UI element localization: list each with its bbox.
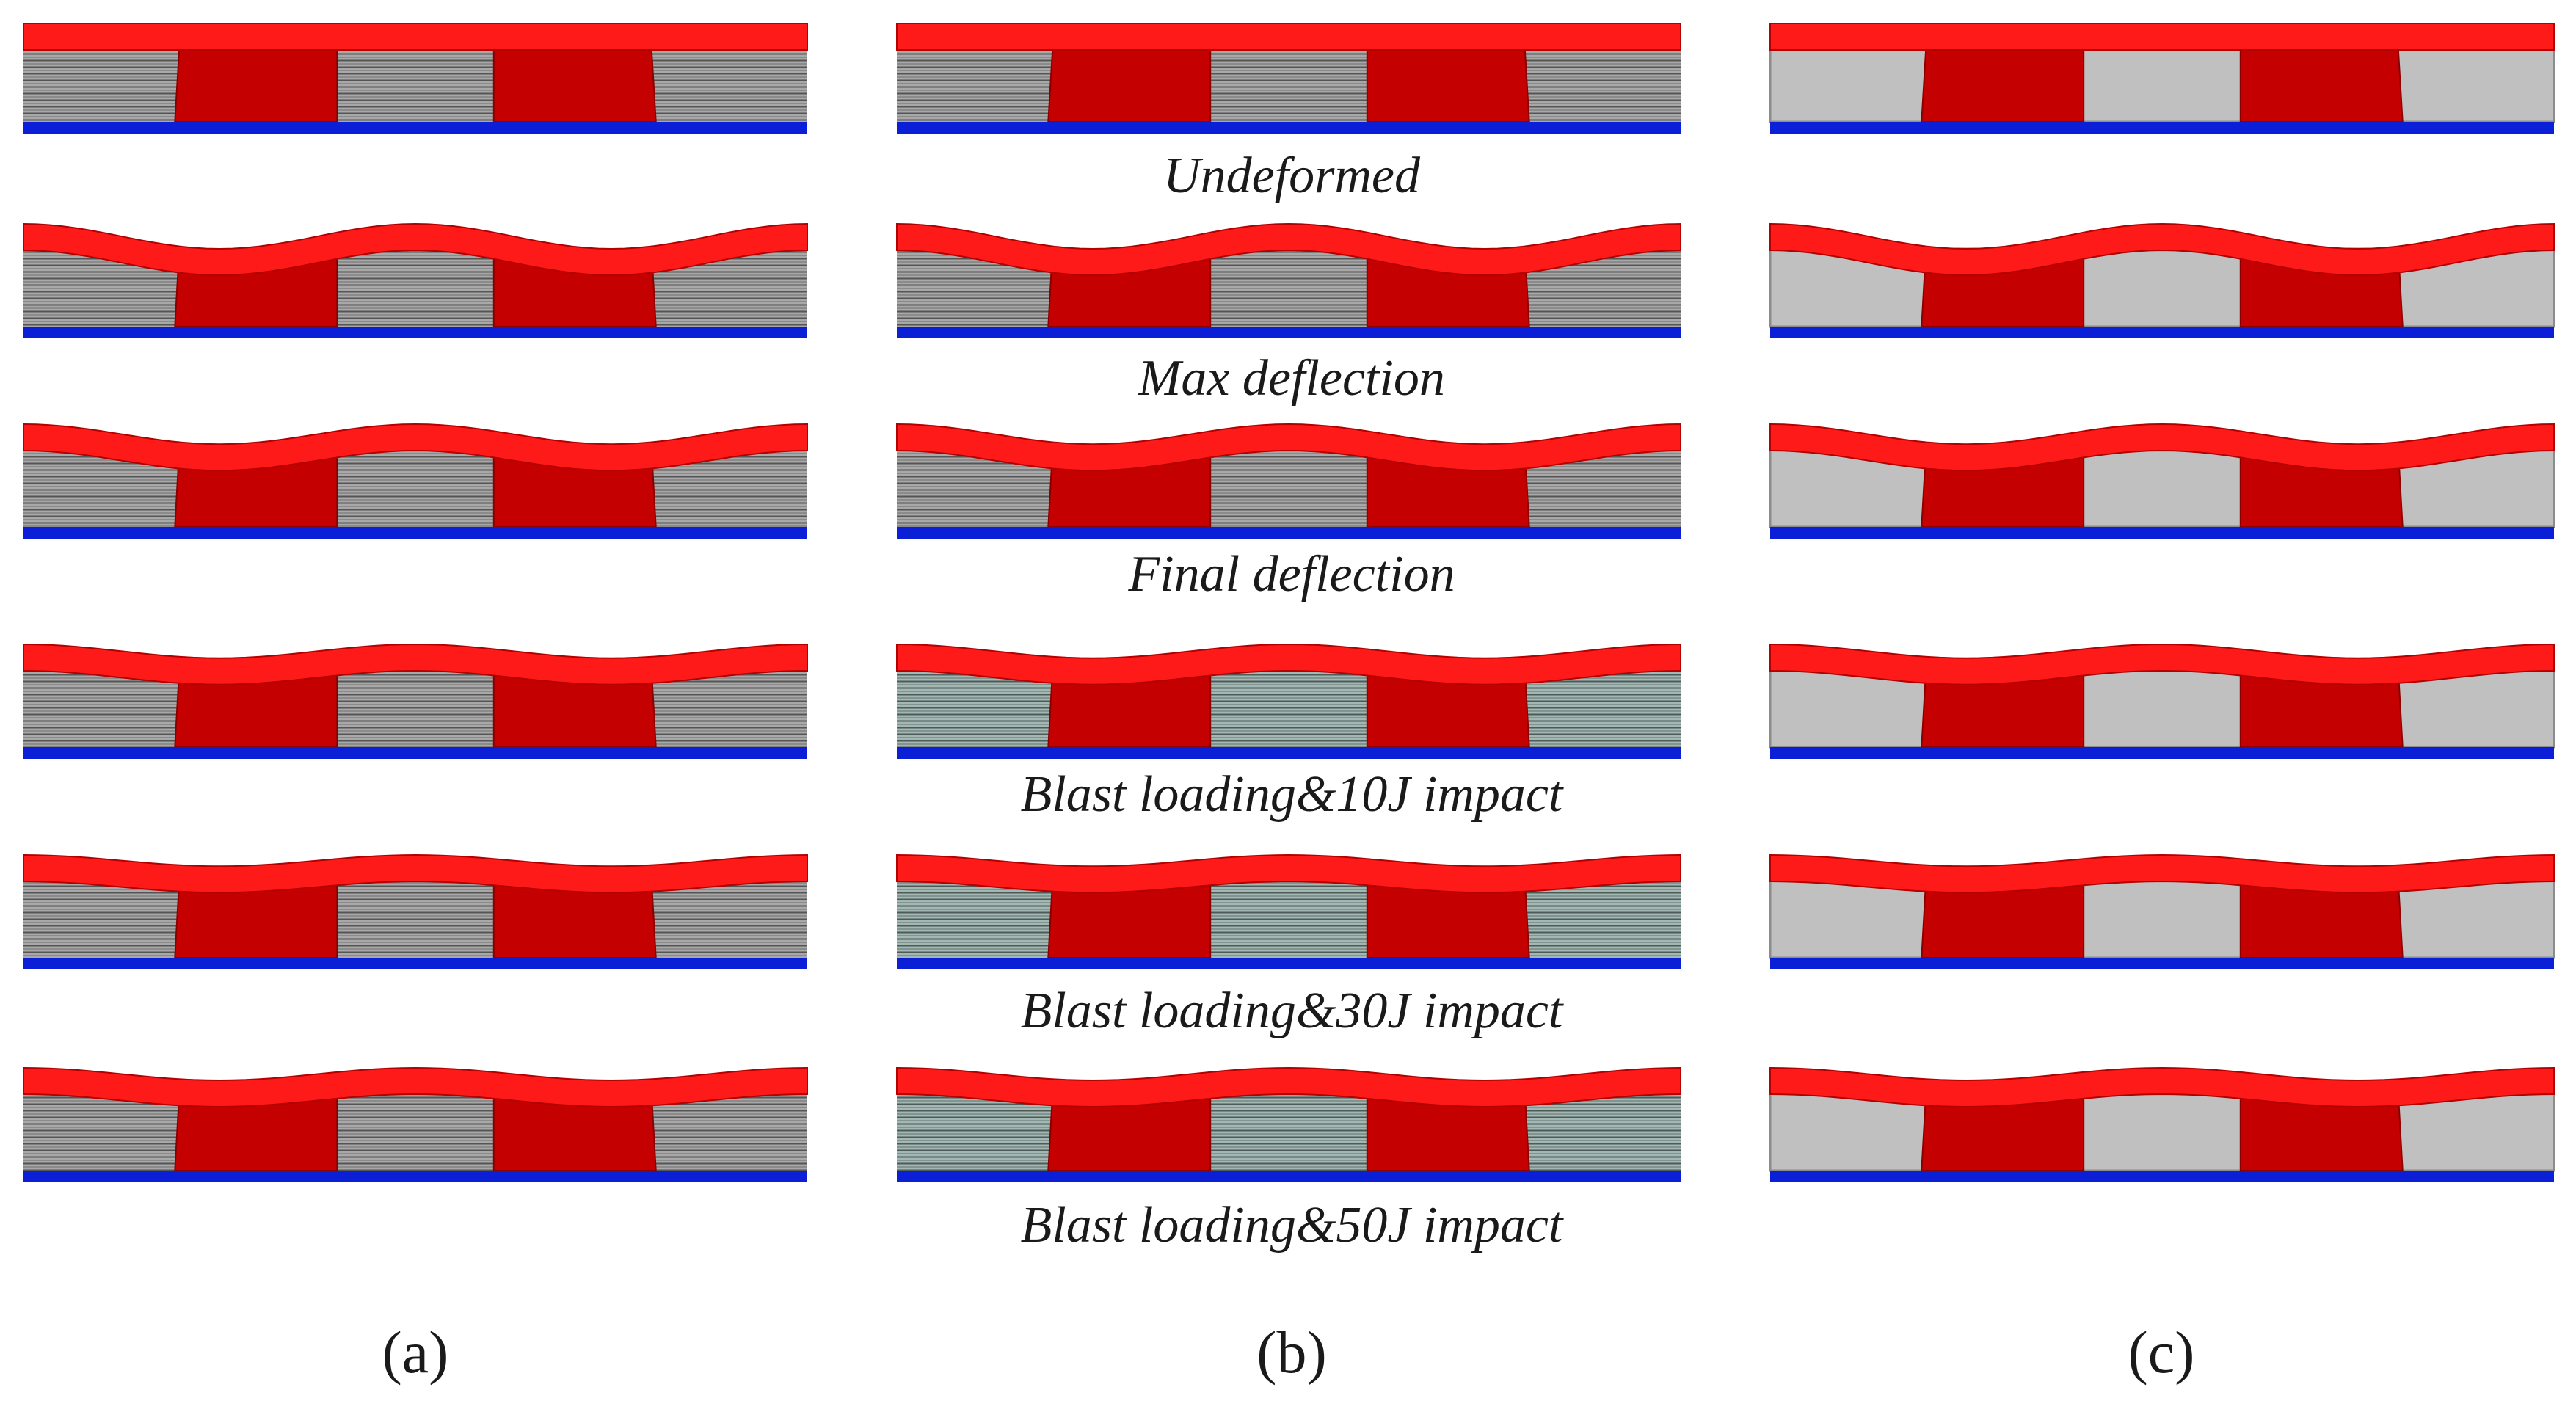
panel-a-undeformed <box>23 23 808 134</box>
panel-c-blast-10j <box>1769 643 2555 759</box>
caption-blast-50j: Blast loading&50J impact <box>1021 1197 1564 1253</box>
panel-b-blast-30j <box>896 854 1681 969</box>
face-sheet <box>896 423 1681 472</box>
face-sheet <box>1769 643 2555 685</box>
caption-blast-10j: Blast loading&10J impact <box>1021 766 1564 823</box>
base-plate <box>23 122 807 134</box>
core-filler <box>23 48 807 122</box>
panel-c-max-deflection <box>1769 222 2555 338</box>
face-sheet <box>896 23 1681 51</box>
panel-b-blast-10j <box>896 643 1681 759</box>
base-plate <box>1770 122 2554 134</box>
panel-a-blast-30j <box>23 854 808 969</box>
core-block <box>1921 48 2085 123</box>
panels-layer <box>23 23 2555 1182</box>
panel-a-blast-10j <box>23 643 808 759</box>
face-sheet <box>1769 854 2555 894</box>
panel-a-final-deflection <box>23 423 808 539</box>
base-plate <box>1770 1171 2554 1182</box>
base-plate <box>897 1171 1681 1182</box>
face-sheet <box>23 222 808 277</box>
face-sheet <box>1769 23 2555 51</box>
core-filler <box>897 880 1681 958</box>
base-plate <box>23 327 807 338</box>
panel-b-blast-50j <box>896 1066 1681 1182</box>
core-filler <box>23 669 807 747</box>
core-filler <box>1769 1091 2555 1172</box>
face-sheet <box>23 23 808 51</box>
core-filler <box>897 1093 1681 1171</box>
core-filler <box>897 669 1681 747</box>
caption-blast-30j: Blast loading&30J impact <box>1021 983 1564 1039</box>
face-sheet <box>896 854 1681 894</box>
core-block <box>492 48 657 123</box>
base-plate <box>897 958 1681 969</box>
base-plate <box>897 747 1681 759</box>
core-block <box>174 48 338 123</box>
face-sheet <box>1769 1066 2555 1108</box>
base-plate <box>1770 747 2554 759</box>
caption-max-deflection: Max deflection <box>1138 350 1445 407</box>
base-plate <box>1770 958 2554 969</box>
panel-c-blast-50j <box>1769 1066 2555 1182</box>
core-block <box>1366 48 1530 123</box>
core-filler <box>23 1093 807 1171</box>
face-sheet <box>1769 222 2555 277</box>
base-plate <box>897 122 1681 134</box>
core-filler <box>1769 668 2555 749</box>
panel-label-a: (a) <box>382 1319 448 1386</box>
panel-c-blast-30j <box>1769 854 2555 969</box>
panel-c-undeformed <box>1769 23 2555 134</box>
base-plate <box>897 527 1681 539</box>
core-block <box>1047 48 1212 123</box>
core-filler <box>897 48 1681 122</box>
panel-b-undeformed <box>896 23 1681 134</box>
base-plate <box>1770 327 2554 338</box>
base-plate <box>1770 527 2554 539</box>
face-sheet <box>23 423 808 472</box>
face-sheet <box>896 222 1681 277</box>
face-sheet <box>23 1066 808 1108</box>
base-plate <box>23 747 807 759</box>
panel-b-final-deflection <box>896 423 1681 539</box>
base-plate <box>897 327 1681 338</box>
face-sheet <box>896 1066 1681 1108</box>
base-plate <box>23 958 807 969</box>
caption-final-deflection: Final deflection <box>1127 546 1455 603</box>
face-sheet <box>896 643 1681 685</box>
core-filler <box>1769 878 2555 959</box>
caption-undeformed: Undeformed <box>1163 148 1421 204</box>
face-sheet <box>1769 423 2555 472</box>
core-filler <box>1769 47 2555 123</box>
face-sheet <box>23 854 808 894</box>
base-plate <box>23 527 807 539</box>
core-block <box>2239 48 2404 123</box>
panel-b-max-deflection <box>896 222 1681 338</box>
core-filler <box>23 880 807 958</box>
panel-a-blast-50j <box>23 1066 808 1182</box>
base-plate <box>23 1171 807 1182</box>
panel-label-c: (c) <box>2128 1319 2194 1386</box>
face-sheet <box>23 643 808 685</box>
panel-a-max-deflection <box>23 222 808 338</box>
panel-c-final-deflection <box>1769 423 2555 539</box>
panel-label-b: (b) <box>1256 1319 1327 1386</box>
